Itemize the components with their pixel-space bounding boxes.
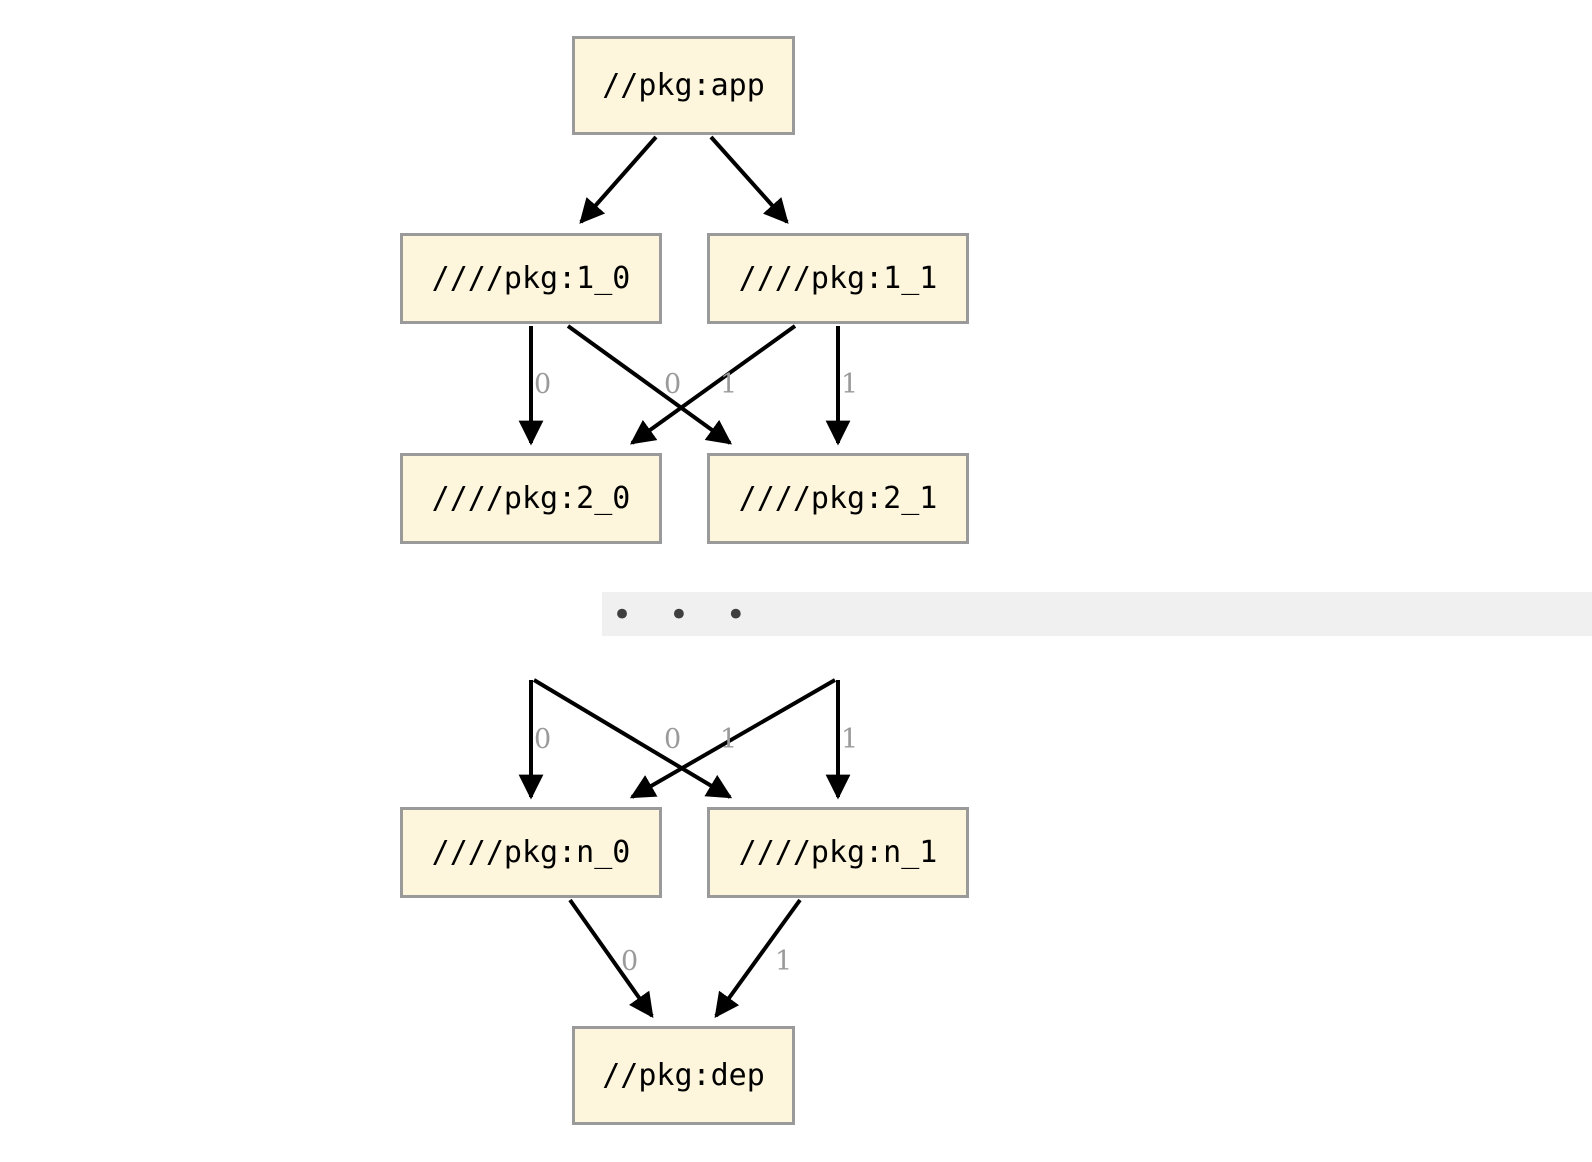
edge-1_1-to-2_0 [629,324,797,445]
edge-n_0-to-dep [568,898,654,1019]
edge-label-elided-to-n_1-straight: 1 [841,724,859,755]
edge-1_0-to-2_1 [566,324,733,445]
edge-label-elided-to-n_1-cross: 1 [720,724,738,755]
edge-label-1_1-to-2_1: 1 [841,369,859,400]
edge-elided-to-n_1-cross [532,678,733,799]
node-label-pkg-app: //pkg:app [602,68,765,103]
edge-label-elided-to-n_0-straight: 0 [534,724,552,755]
edge-app-to-1_0 [579,135,658,224]
edge-label-1_1-to-2_0: 0 [664,369,682,400]
node-pkg-app[interactable]: //pkg:app [572,36,795,135]
node-pkg-2_0[interactable]: ////pkg:2_0 [400,453,662,544]
edge-label-n_1-to-dep: 1 [775,946,793,977]
edge-app-to-1_1 [709,135,789,224]
node-pkg-1_1[interactable]: ////pkg:1_1 [707,233,969,324]
edge-label-1_0-to-2_1: 1 [720,369,738,400]
node-label-pkg-1_1: ////pkg:1_1 [738,261,938,296]
ellipsis-dots: • • • [612,595,759,635]
node-pkg-n_0[interactable]: ////pkg:n_0 [400,807,662,898]
node-label-pkg-dep: //pkg:dep [602,1058,765,1093]
node-label-pkg-2_1: ////pkg:2_1 [738,481,938,516]
node-pkg-2_1[interactable]: ////pkg:2_1 [707,453,969,544]
edge-n_1-to-dep [714,898,802,1019]
edge-elided-to-n_0-cross [629,678,836,799]
node-pkg-n_1[interactable]: ////pkg:n_1 [707,807,969,898]
edge-label-1_0-to-2_0: 0 [534,369,552,400]
edge-label-elided-to-n_0-cross: 0 [664,724,682,755]
node-pkg-1_0[interactable]: ////pkg:1_0 [400,233,662,324]
node-label-pkg-n_1: ////pkg:n_1 [738,835,938,870]
node-pkg-dep[interactable]: //pkg:dep [572,1026,795,1125]
elided-region-band: • • • [602,592,1592,636]
edge-label-n_0-to-dep: 0 [621,946,639,977]
node-label-pkg-1_0: ////pkg:1_0 [431,261,631,296]
node-label-pkg-2_0: ////pkg:2_0 [431,481,631,516]
node-label-pkg-n_0: ////pkg:n_0 [431,835,631,870]
